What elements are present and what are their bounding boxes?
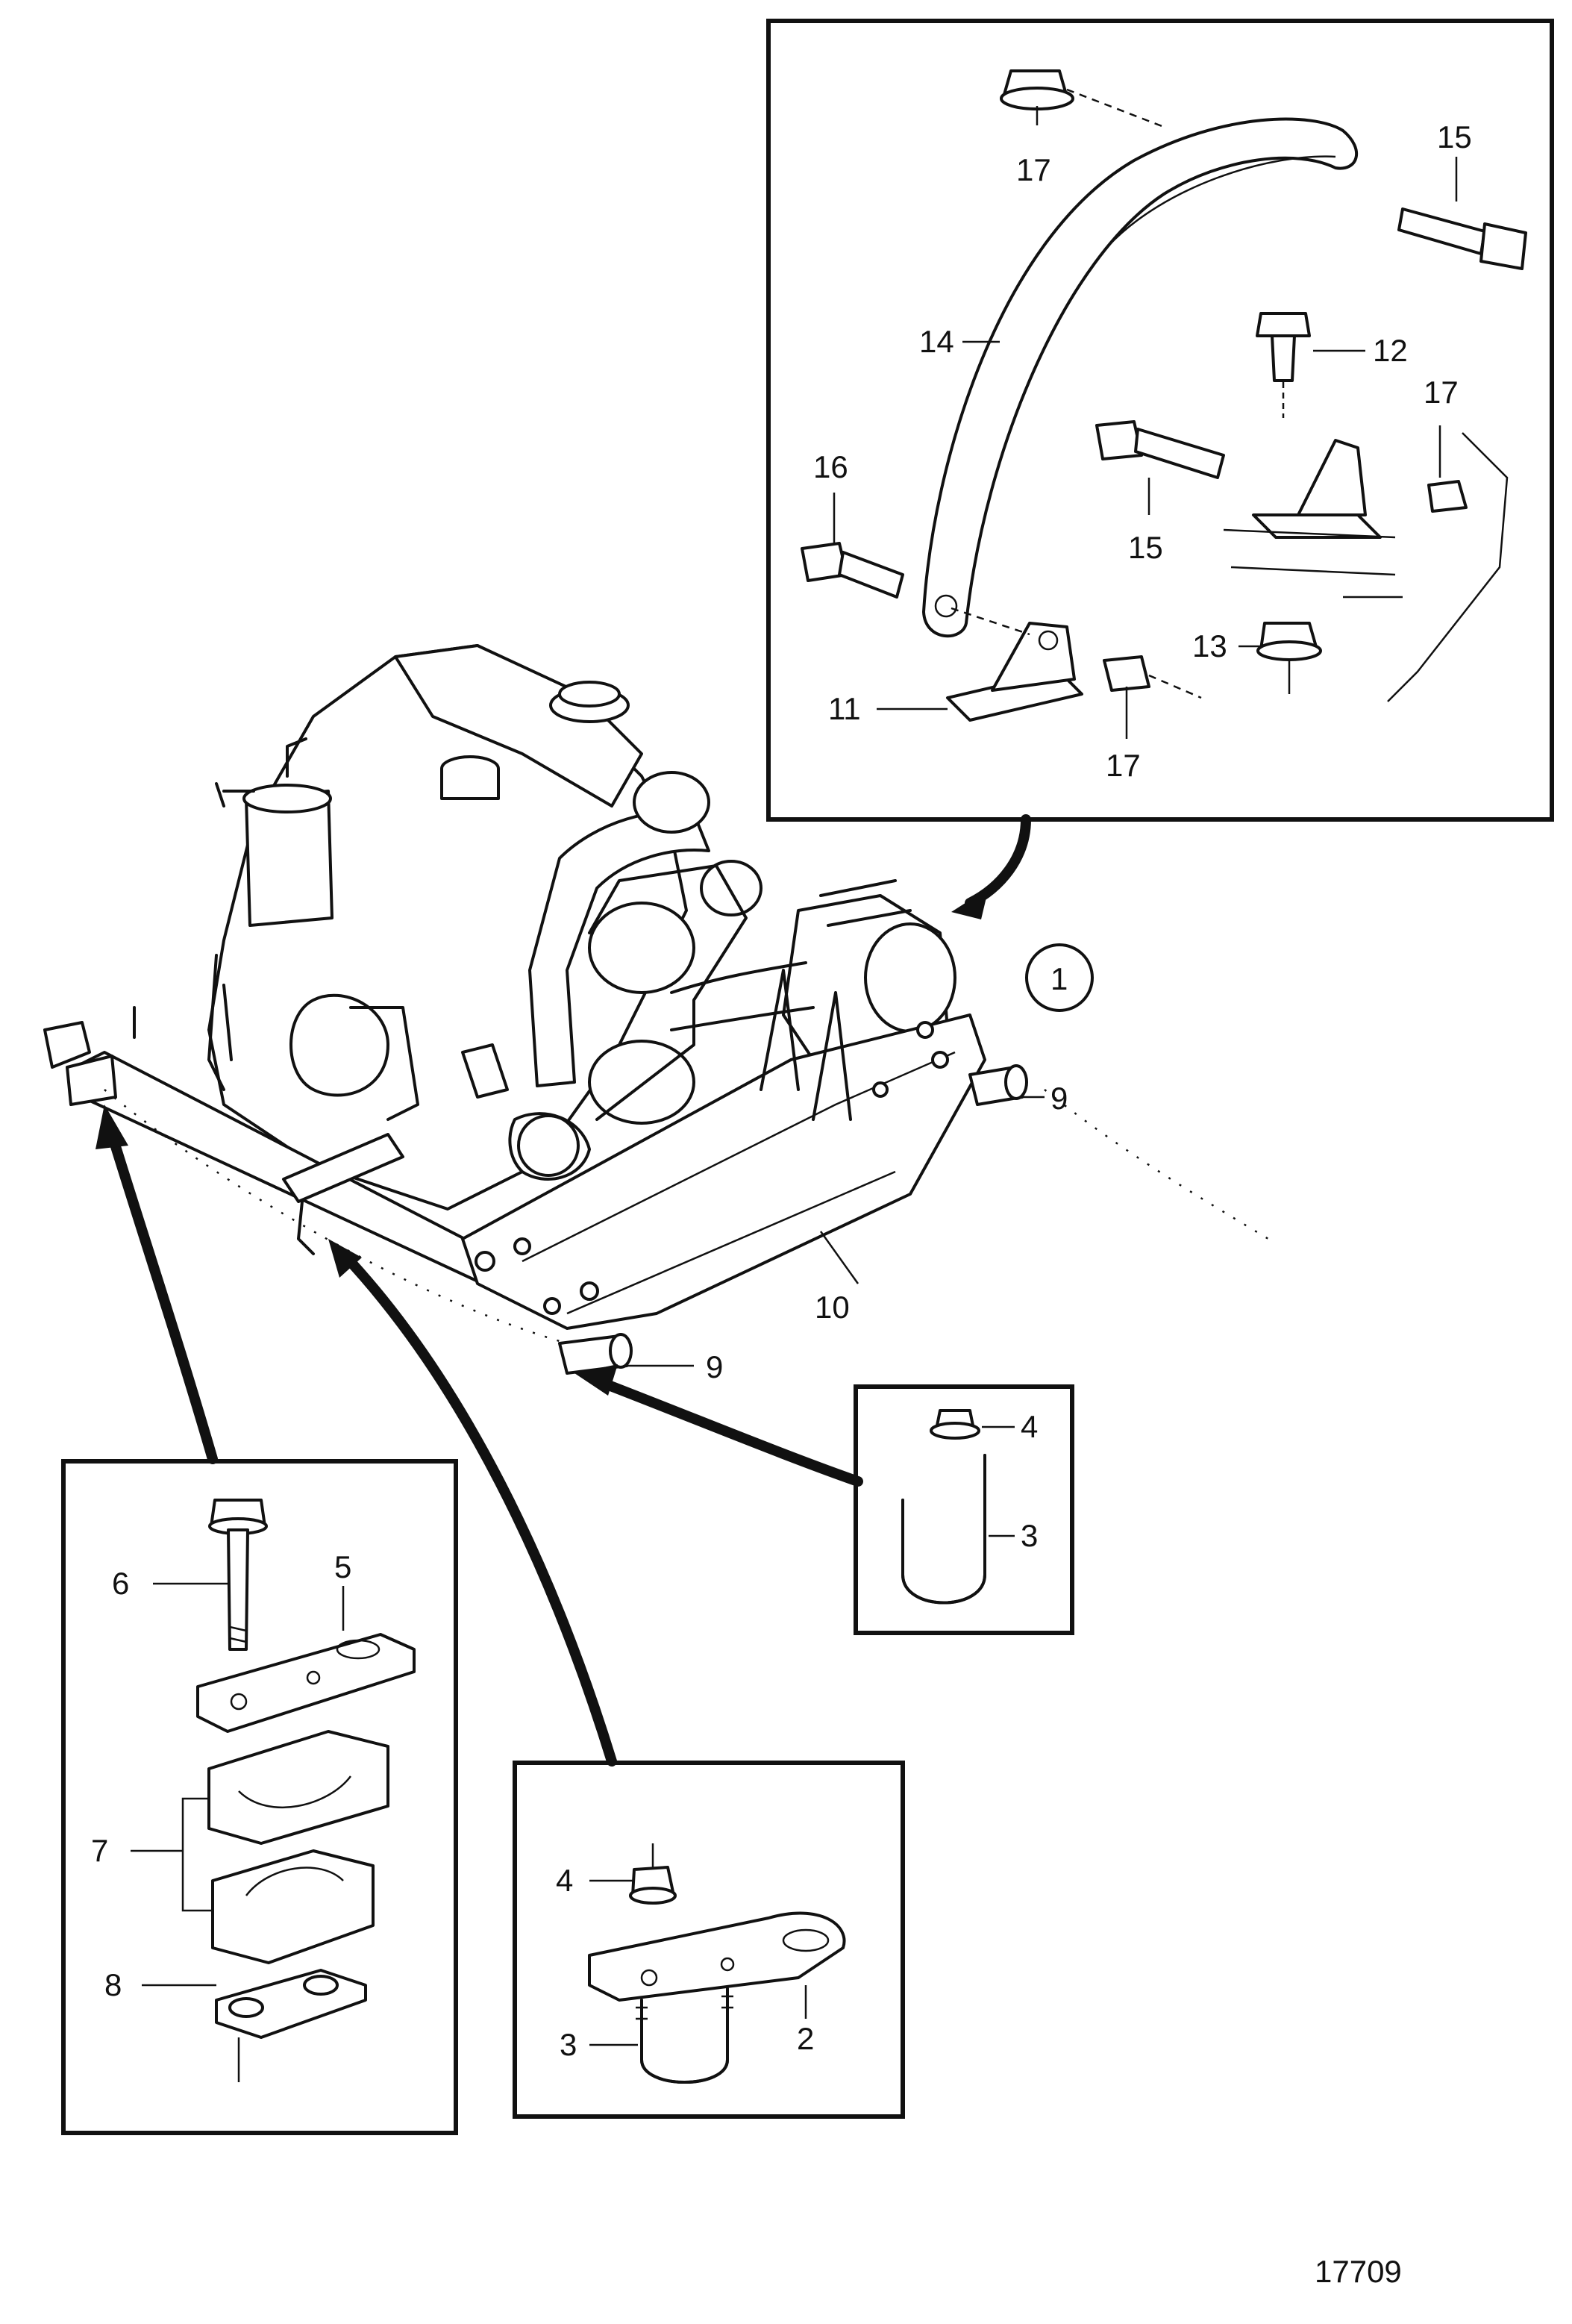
bolt-15-middle (1095, 420, 1225, 479)
callout-3-lower: 3 (560, 2027, 577, 2062)
engine-assembly (207, 644, 956, 1211)
callout-13: 13 (1192, 628, 1227, 663)
figure-number: 17709 (1315, 2254, 1402, 2289)
bolt-15-right (1397, 207, 1527, 270)
view-marker-label: 1 (1050, 961, 1068, 996)
flange-nut-17-lower (1103, 655, 1150, 692)
bolt-6 (208, 1499, 268, 1651)
nut-4-upper (930, 1409, 980, 1440)
arrow-to-rear-bracket (965, 814, 1031, 908)
callout-15-right: 15 (1437, 119, 1472, 154)
callout-16: 16 (813, 449, 848, 484)
flange-nut-13 (1256, 622, 1322, 661)
tube-stub-9-lower (558, 1333, 633, 1375)
engine-bed-frame (43, 969, 1028, 1375)
callout-5: 5 (334, 1549, 351, 1584)
detail-box-middle-bracket: 4 2 3 (513, 1761, 905, 2119)
callout-17-right: 17 (1424, 375, 1459, 410)
u-bolt-3-lower (636, 1987, 733, 2084)
callout-7: 7 (91, 1833, 108, 1868)
callout-9-lower: 9 (706, 1349, 723, 1384)
callout-11: 11 (828, 691, 861, 726)
bracket-2 (588, 1911, 846, 2002)
callout-14: 14 (919, 324, 954, 359)
detail-box-rear-bracket: 17 15 14 12 17 16 15 13 11 17 (766, 19, 1554, 822)
callout-4-upper: 4 (1021, 1409, 1038, 1444)
callout-17-lower: 17 (1106, 748, 1141, 783)
callout-3-upper: 3 (1021, 1518, 1038, 1553)
bolt-16 (801, 542, 904, 599)
flange-nut-17-right (1427, 480, 1468, 513)
arrow-to-middle-bracket (338, 1249, 617, 1767)
clamp-halves-7 (207, 1730, 389, 1964)
mount-bracket-11 (946, 622, 1083, 722)
callout-4-lower: 4 (556, 1863, 573, 1898)
view-marker-circle (1025, 943, 1094, 1012)
detail-box-end-clamp: 6 5 7 8 (61, 1459, 458, 2135)
detail-box-u-bolt: 4 3 (854, 1384, 1074, 1635)
mount-bracket-upper (1223, 432, 1509, 702)
base-plate-8 (215, 1969, 367, 2039)
support-arm (922, 117, 1358, 638)
callout-9-right: 9 (1050, 1081, 1068, 1116)
clamp-plate-5 (196, 1633, 416, 1733)
u-bolt-3-upper (901, 1454, 986, 1605)
flange-nut-17-top (1000, 69, 1074, 110)
callout-8: 8 (104, 1967, 122, 2002)
callout-12: 12 (1373, 333, 1408, 368)
arrow-to-tube-stub (592, 1375, 863, 1487)
callout-6: 6 (112, 1566, 129, 1601)
bolt-12 (1256, 312, 1311, 382)
arrow-to-end-clamp (107, 1129, 218, 1464)
nut-4-lower (629, 1866, 677, 1905)
callout-10: 10 (815, 1290, 850, 1325)
callout-17-top: 17 (1016, 152, 1051, 187)
callout-2: 2 (797, 2021, 814, 2056)
callout-15-middle: 15 (1128, 530, 1163, 565)
